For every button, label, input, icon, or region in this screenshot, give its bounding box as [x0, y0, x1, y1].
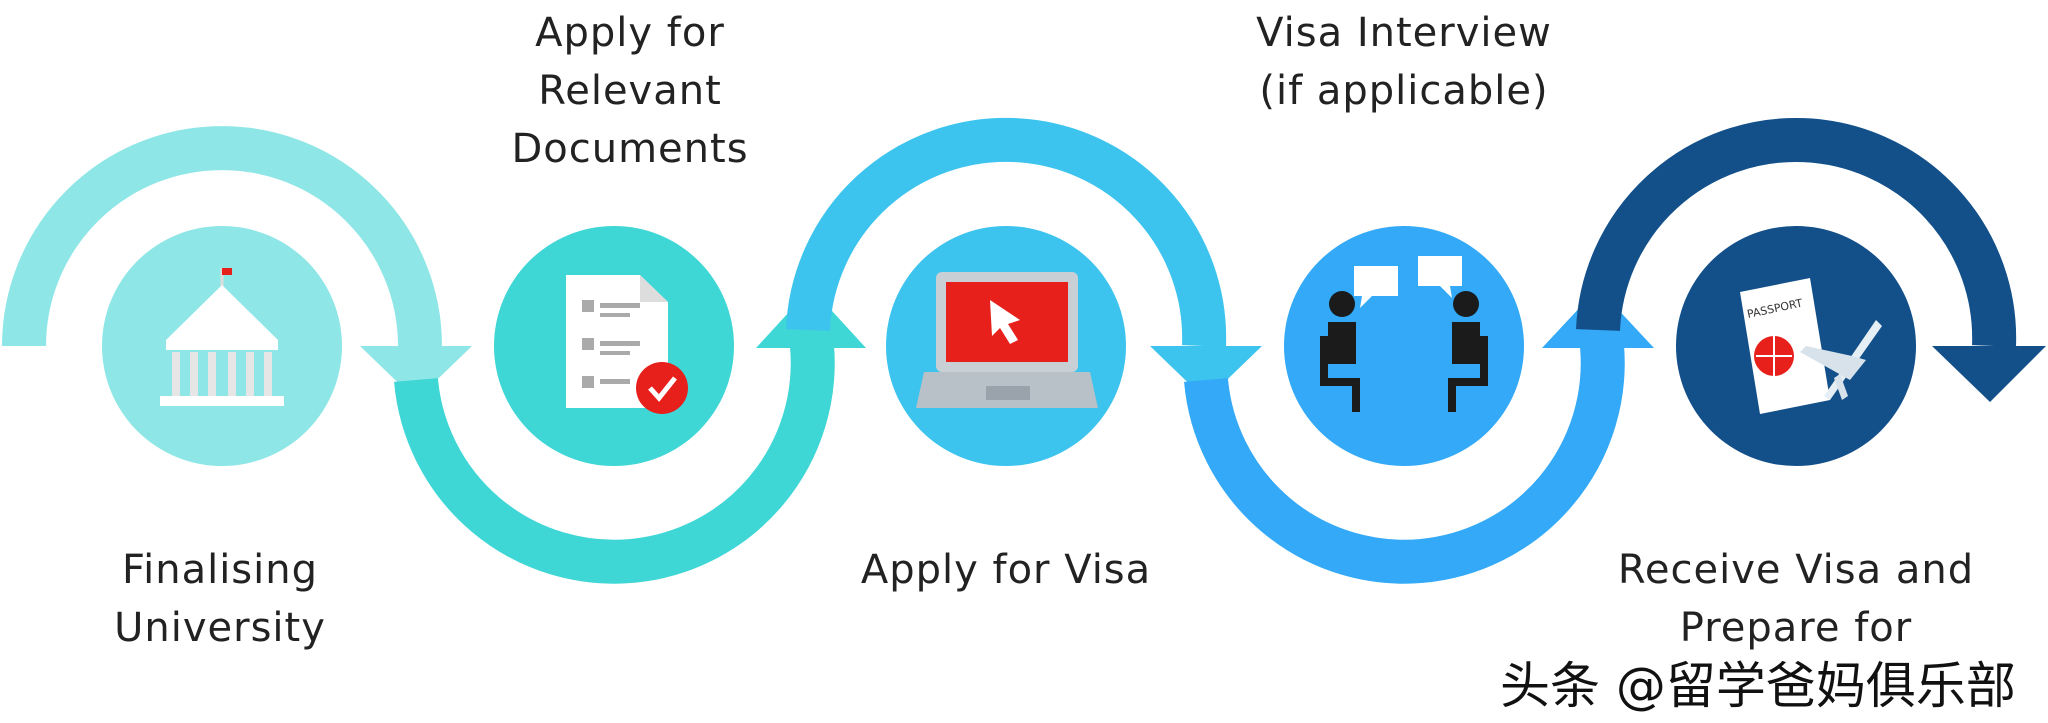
arrow-down-5 — [1932, 346, 2046, 402]
label-apply-documents: Apply for Relevant Documents — [511, 4, 748, 178]
arrow-down-1 — [360, 346, 472, 400]
arc-4 — [1184, 344, 1625, 584]
arc-5 — [1576, 117, 2017, 347]
label-apply-visa: Apply for Visa — [861, 541, 1151, 599]
label-line: Apply for — [535, 10, 725, 56]
label-line: Prepare for — [1679, 605, 1913, 651]
arc-1 — [2, 126, 442, 347]
step-circle-4 — [1284, 226, 1524, 466]
interview-icon — [1320, 256, 1488, 412]
label-line: Receive Visa and — [1617, 547, 1975, 593]
passport-plane-icon: PASSPORT — [1740, 278, 1882, 414]
label-line: University — [114, 605, 326, 651]
label-line: Visa Interview — [1256, 10, 1552, 56]
arc-3 — [786, 117, 1227, 347]
label-line: Apply for Visa — [860, 547, 1152, 593]
label-line: (if applicable) — [1259, 68, 1549, 114]
label-line: Finalising — [122, 547, 318, 593]
label-visa-interview: Visa Interview (if applicable) — [1256, 4, 1552, 120]
arc-2 — [394, 344, 835, 584]
document-check-icon — [566, 275, 688, 414]
label-line: Relevant — [538, 68, 722, 114]
label-receive-visa: Receive Visa and Prepare for — [1618, 541, 1974, 657]
university-icon — [160, 268, 284, 406]
laptop-cursor-icon — [916, 272, 1098, 408]
watermark: 头条 @留学爸妈俱乐部 — [1500, 657, 2016, 715]
arrow-down-3 — [1150, 346, 1262, 400]
label-finalising-university: Finalising University — [114, 541, 326, 657]
label-line: Documents — [511, 126, 749, 172]
